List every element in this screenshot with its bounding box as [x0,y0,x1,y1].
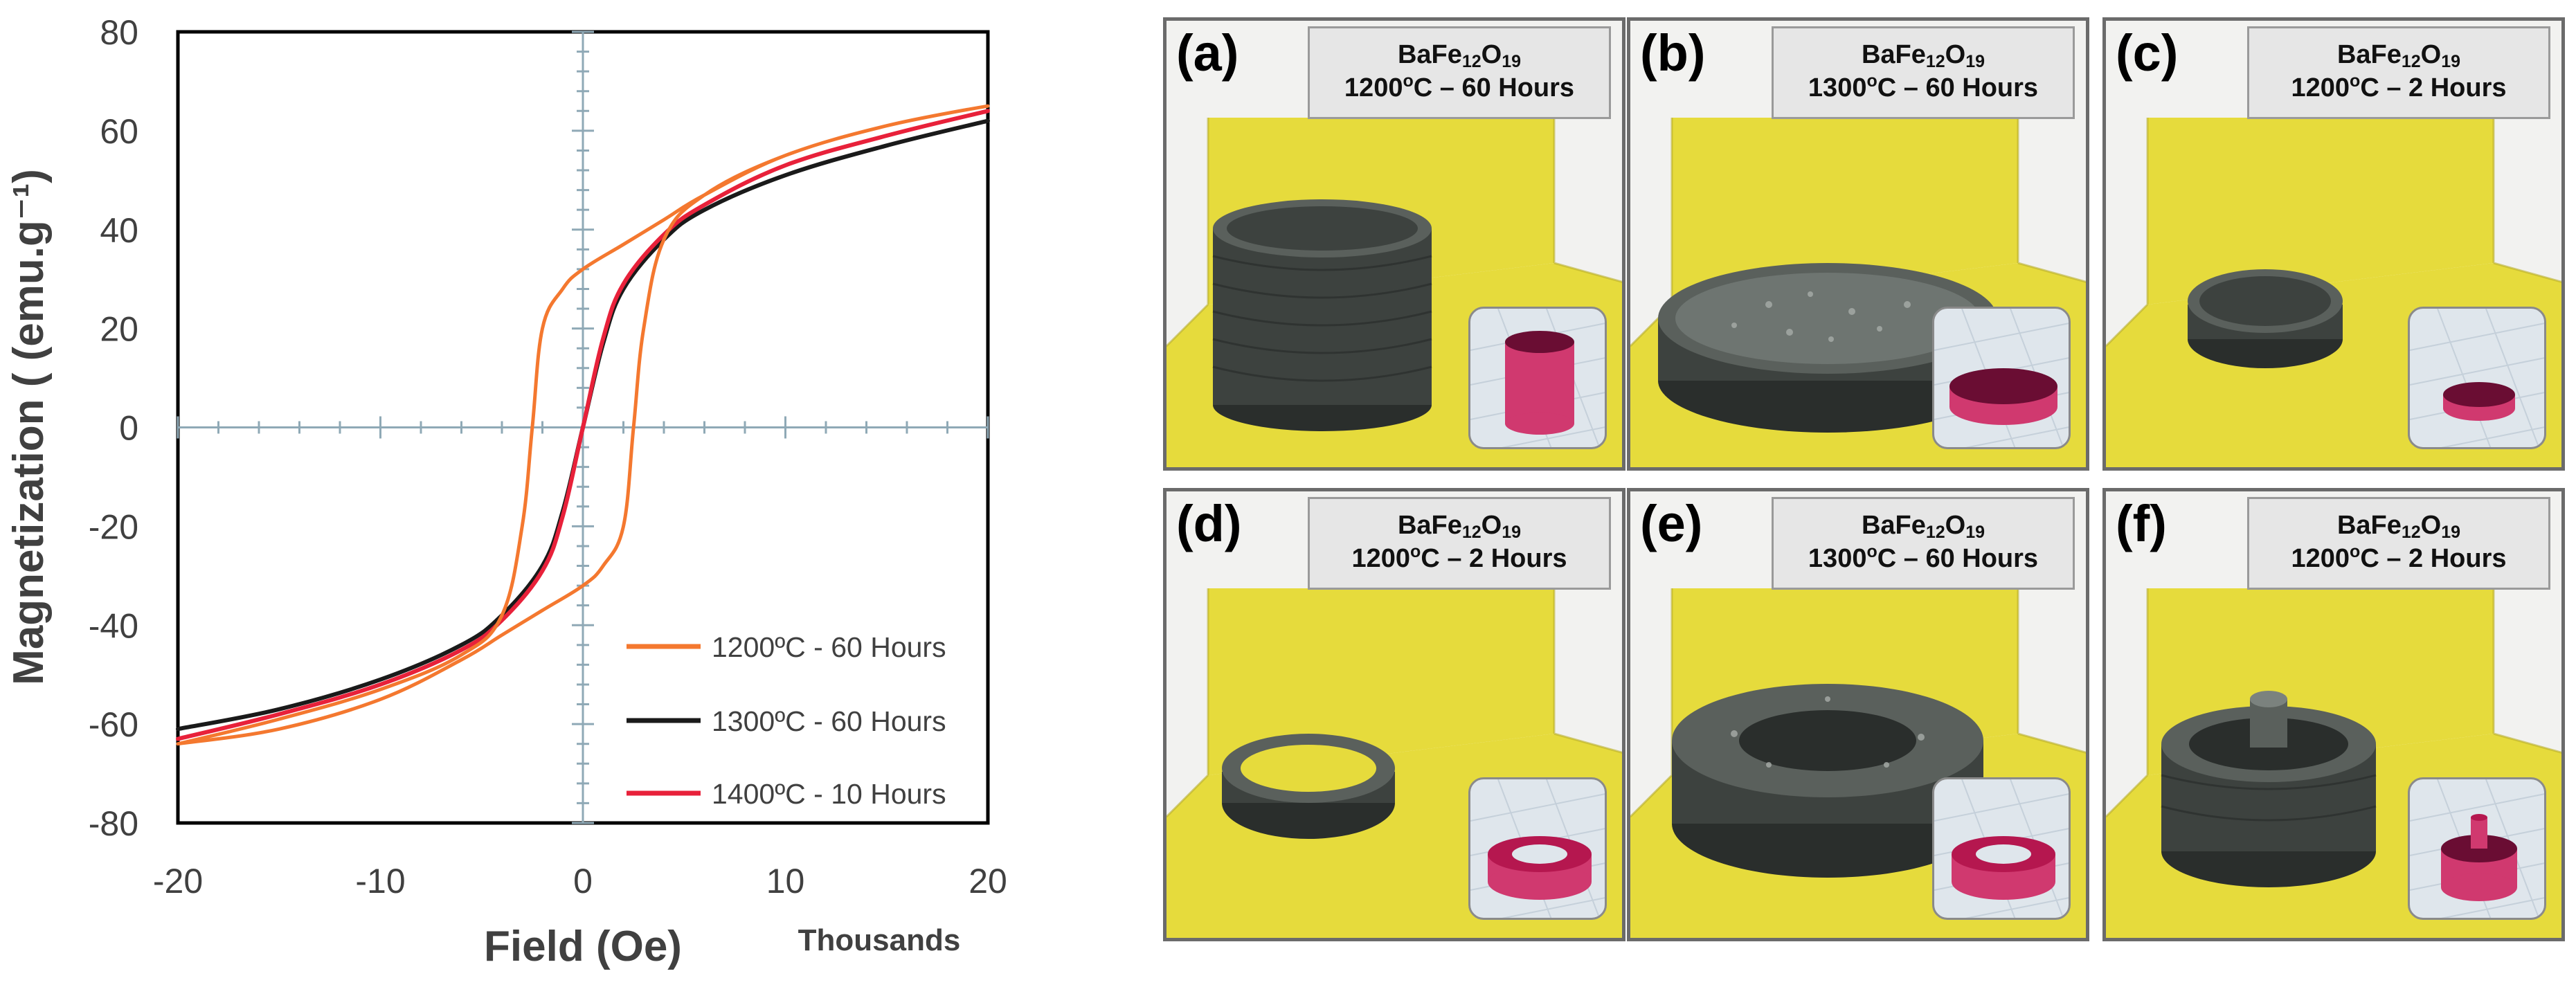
x-tick-label: 0 [573,862,593,900]
y-tick-label: -20 [89,507,138,546]
cad-model-icon [1934,779,2069,918]
cad-model-inset [2408,777,2546,920]
yellow-backdrop [2147,118,2494,305]
formula-label: BaFe12O19 [1861,511,1985,542]
legend-label: 1300ºC - 60 Hours [712,705,946,737]
x-tick-label: 20 [969,862,1007,900]
x-tick-label: -20 [153,862,203,900]
formula-label: BaFe12O19 [1397,40,1522,71]
panel-letter: (b) [1640,24,1706,82]
photo-panel-e: (e) BaFe12O19 1300oC – 60 Hours [1627,488,2089,941]
hysteresis-chart: 80 60 40 20 0 -20 -40 -60 -80 -20 -10 0 10 20 1200ºC … [5,13,1007,970]
cad-model-icon [1934,309,2069,447]
cad-model-inset [1932,307,2071,449]
formula-label: BaFe12O19 [2336,40,2461,71]
process-label: 1300oC – 60 Hours [1808,71,2039,103]
cad-model-icon [1470,309,1605,447]
series-line-1 [176,104,990,746]
formula-label: BaFe12O19 [1861,40,1985,71]
panel-letter: (d) [1176,495,1242,552]
caption-box: BaFe12O19 1300oC – 60 Hours [1772,497,2075,590]
y-tick-label: 0 [119,409,138,448]
sample-object [2188,269,2343,368]
panel-letter: (a) [1176,24,1239,82]
y-tick-label: 40 [100,211,138,250]
y-tick-label: -80 [89,804,138,843]
process-label: 1300oC – 60 Hours [1808,542,2039,574]
photo-panel-a: (a) BaFe12O19 1200oC – 60 Hours [1163,17,1625,471]
caption-box: BaFe12O19 1200oC – 2 Hours [1308,497,1611,590]
caption-box: BaFe12O19 1300oC – 60 Hours [1772,26,2075,119]
process-label: 1200oC – 2 Hours [1351,542,1567,574]
photo-panel-d: (d) BaFe12O19 1200oC – 2 Hours [1163,488,1625,941]
y-tick-label: 60 [100,112,138,151]
y-axis-label: Magnetization ( (emu.g⁻¹) [5,169,53,685]
yellow-backdrop [1672,118,2018,305]
caption-box: BaFe12O19 1200oC – 2 Hours [2247,26,2550,119]
formula-label: BaFe12O19 [1397,511,1522,542]
y-tick-label: -40 [89,606,138,645]
photo-panel-f: (f) BaFe12O19 1200oC – 2 Hours [2102,488,2565,941]
cad-model-icon [2410,309,2544,447]
yellow-backdrop [1208,588,1554,775]
formula-label: BaFe12O19 [2336,511,2461,542]
x-unit-note: Thousands [798,923,961,957]
photo-panel-c: (c) BaFe12O19 1200oC – 2 Hours [2102,17,2565,471]
photo-panel-b: (b) BaFe12O19 1300oC – 60 Hours [1627,17,2089,471]
caption-box: BaFe12O19 1200oC – 60 Hours [1308,26,1611,119]
y-tick-label: -60 [89,705,138,744]
panel-letter: (c) [2116,24,2179,82]
x-axis-label: Field (Oe) [484,923,682,970]
series-line-3 [176,109,990,741]
cad-model-inset [1468,307,1607,449]
process-label: 1200oC – 60 Hours [1344,71,1575,103]
cad-model-inset [1468,777,1607,920]
panel-letter: (e) [1640,495,1703,552]
panel-letter: (f) [2116,495,2167,552]
x-tick-label: -10 [355,862,405,900]
cad-model-icon [2410,779,2544,918]
process-label: 1200oC – 2 Hours [2291,542,2507,574]
sample-object [2161,691,2377,887]
cad-model-inset [2408,307,2546,449]
legend-label: 1200ºC - 60 Hours [712,631,946,663]
caption-box: BaFe12O19 1200oC – 2 Hours [2247,497,2550,590]
y-tick-label: 20 [100,310,138,349]
sample-object [1212,199,1432,431]
y-tick-label: 80 [100,13,138,52]
process-label: 1200oC – 2 Hours [2291,71,2507,103]
x-tick-label: 10 [766,862,805,900]
sample-object [1222,734,1395,839]
cad-model-inset [1932,777,2071,920]
legend-label: 1400ºC - 10 Hours [712,778,946,810]
sample-object [1672,684,1983,878]
cad-model-icon [1470,779,1605,918]
